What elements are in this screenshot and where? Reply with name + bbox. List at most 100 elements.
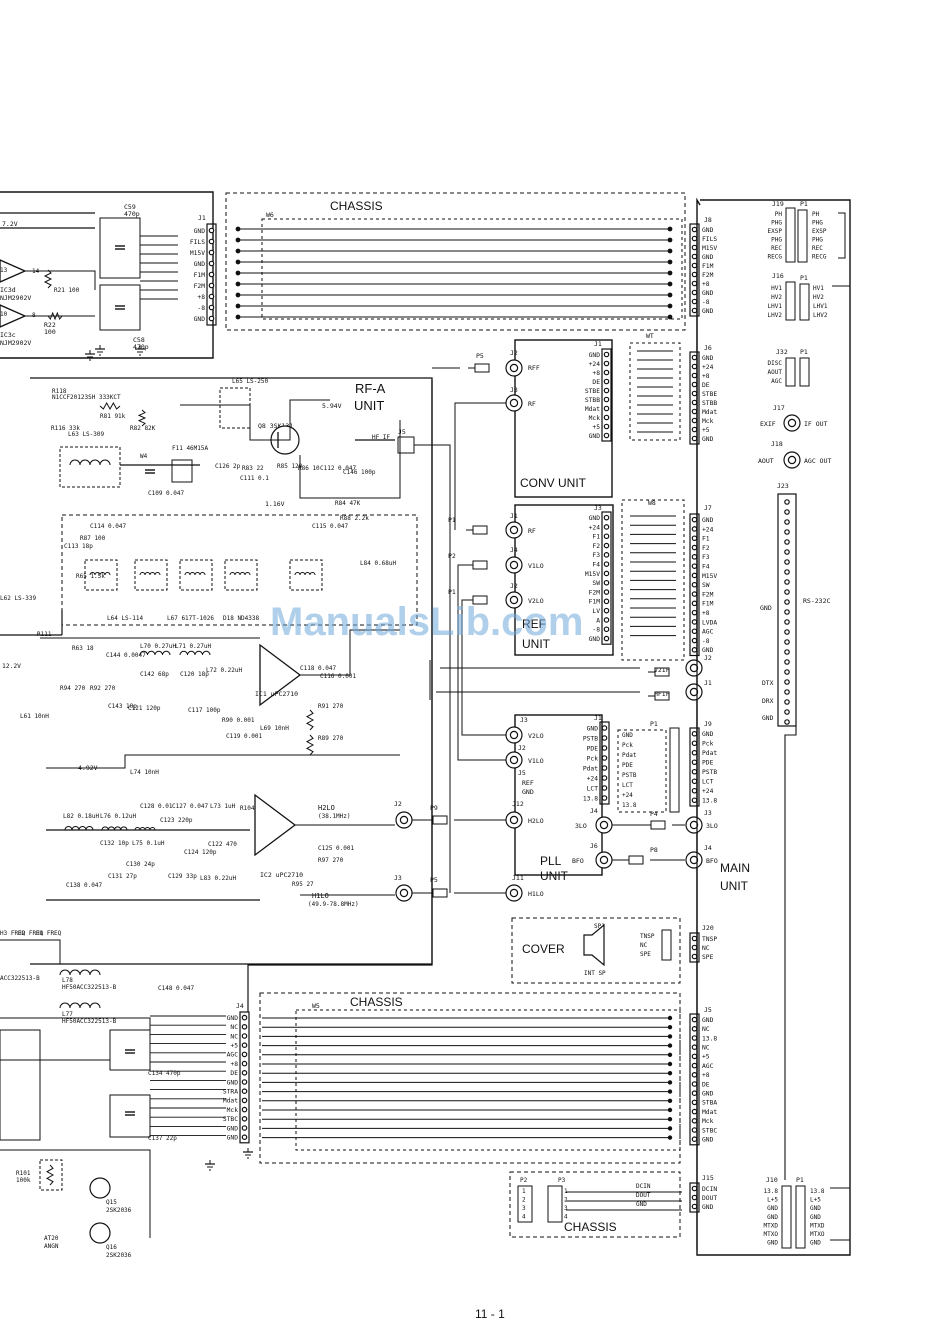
pin [691, 280, 698, 287]
pin-label: SPE [702, 954, 714, 961]
jack-name: J3 [704, 809, 712, 817]
pin [691, 253, 698, 260]
ref-unit-title: REF [522, 617, 546, 631]
part-label: R86 10 [298, 465, 320, 472]
wire [454, 402, 506, 530]
pin [691, 935, 698, 942]
pin [603, 396, 610, 403]
connector-name: J19 [772, 200, 784, 208]
wire-label-w8: W8 [648, 499, 656, 507]
pin-label: GND [702, 1017, 714, 1024]
pin [603, 617, 610, 623]
pin [601, 765, 608, 771]
part-label: C116 0.001 [320, 673, 357, 680]
pin [784, 659, 790, 665]
pin [667, 1089, 673, 1094]
connector-j10 [781, 1185, 792, 1249]
pin-label: RECG [812, 254, 827, 261]
pin [691, 1185, 698, 1192]
pin [208, 249, 215, 256]
pin-label: M15V [702, 573, 717, 580]
pin [784, 499, 790, 505]
connector-j15 [689, 1182, 700, 1213]
pin [667, 1107, 673, 1113]
pin [241, 1042, 248, 1049]
jack-name: J12 [512, 800, 524, 808]
pin-label: Pdat [583, 765, 598, 772]
connector-name: J15 [702, 1174, 714, 1182]
pin-label: GND [587, 725, 599, 732]
harness-label: PDE [622, 762, 633, 769]
watermark-text: ManualsLib.com [270, 600, 583, 644]
jack-name: J2 [704, 654, 712, 662]
resistor-r91 [305, 709, 315, 731]
part-label: W4 [140, 453, 148, 460]
pll-unit-outline [514, 714, 603, 876]
harness-label: GND [622, 732, 633, 739]
harness-label: PSTB [622, 772, 637, 779]
part-label: C113 18p [64, 543, 93, 550]
pin [667, 281, 673, 287]
jack-main-j1-center [689, 687, 699, 697]
rs232-label: RS-232C [803, 597, 830, 605]
pin-label: +8 [592, 370, 600, 377]
part-label: C129 33p [168, 873, 197, 880]
pin [603, 432, 610, 439]
part-label: H1LO [312, 892, 329, 900]
jack-ref-j1-center [509, 525, 519, 535]
pin-number: 3 [522, 1205, 526, 1212]
filter-chain-outline [61, 514, 418, 626]
pin-label: DE [702, 1081, 710, 1088]
jack-j17-center [787, 418, 797, 428]
pin-label: LHV1 [768, 303, 783, 310]
pin-label: EXSP [768, 228, 783, 235]
pin-label: PHG [771, 220, 782, 227]
resistor-r21 [43, 269, 53, 289]
filter-coil-box [134, 559, 168, 591]
pin [235, 281, 241, 287]
pin-label: PHG [812, 237, 823, 244]
jack-label: H2LO [528, 817, 544, 825]
pin [691, 1016, 698, 1023]
pin-label: GND [589, 352, 601, 359]
part-label: R90 0.001 [222, 717, 255, 724]
freq-label: H3 FREQ [0, 930, 26, 937]
pin [601, 735, 608, 741]
part-label: C126 2p [215, 463, 241, 470]
part-label: C121 120p [128, 705, 161, 712]
pin [691, 572, 698, 579]
pin-label: GND [194, 228, 206, 235]
pin-label: NC [230, 1033, 238, 1040]
pin-number: 4 [522, 1214, 526, 1221]
pin [691, 1053, 698, 1060]
connector-name: J10 [766, 1176, 778, 1184]
plug-name: P2 [448, 552, 456, 560]
pin-label: Mdat [702, 409, 717, 416]
connector-j32 [785, 357, 796, 387]
left-board-outline [0, 191, 214, 359]
pin [235, 248, 241, 254]
part-label: C123 220p [160, 817, 193, 824]
plug-name: P1 [650, 720, 658, 728]
plug-p2-v1lo [472, 560, 488, 570]
pin [603, 360, 610, 367]
plug-name: P5 [476, 352, 484, 360]
pin [691, 226, 698, 233]
pin [784, 679, 790, 685]
pin-label: GND [702, 1137, 714, 1144]
wire [46, 754, 400, 769]
pin [241, 1097, 248, 1104]
pin [667, 314, 673, 320]
pin-label: -8 [197, 305, 205, 312]
part-label: ANGN [44, 1243, 59, 1250]
part-label: Q15 [106, 1199, 117, 1206]
connector-j16 [785, 281, 796, 321]
pin-label: F1M [702, 601, 714, 608]
connector-j6 [689, 351, 700, 445]
pin [691, 768, 698, 775]
part-label: C58 [133, 336, 145, 344]
pin-label: GND [810, 1214, 821, 1221]
pin-label: STBE [585, 388, 600, 395]
ref-unit-title: UNIT [522, 637, 551, 651]
cover-pin-label: NC [640, 942, 648, 949]
